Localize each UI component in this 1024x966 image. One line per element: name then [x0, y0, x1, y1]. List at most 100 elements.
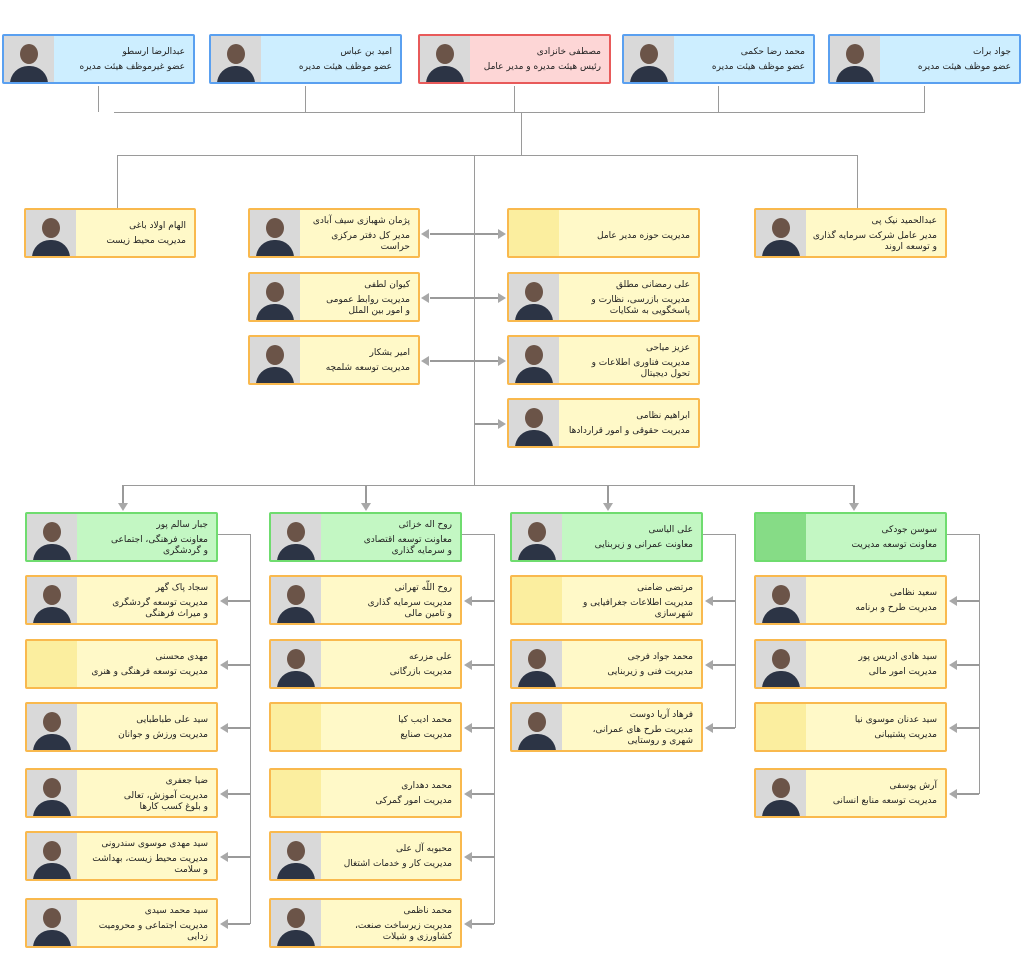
photo-body — [762, 671, 800, 687]
person-name: عبدالرضا ارسطو — [122, 47, 185, 57]
arrow-down-icon — [361, 503, 371, 511]
arrow-right-icon — [498, 293, 506, 303]
connector-line — [494, 534, 495, 924]
person-name: محمد جواد فرجی — [627, 652, 693, 662]
card-text: کیوان لطفی مدیریت روابط عمومی و امور بین … — [300, 274, 418, 320]
position-title: عضو موظف هیئت مدیره — [917, 62, 1011, 72]
person-name: فرهاد آریا دوست — [629, 709, 693, 720]
connector-line — [474, 423, 499, 425]
connector-line — [218, 534, 250, 535]
position-title: مدیریت روابط عمومی و امور بین الملل — [326, 294, 410, 316]
person-name: سجاد پاک گهر — [155, 582, 208, 593]
connector-line — [305, 86, 306, 112]
photo-placeholder — [271, 704, 321, 750]
connector-line — [857, 155, 858, 208]
unit-card[interactable]: سجاد پاک گهر مدیریت توسعه گردشگری و میراث… — [25, 575, 218, 625]
person-name: سعید نظامی — [889, 588, 937, 598]
photo-head — [287, 649, 305, 669]
connector-line — [713, 664, 735, 666]
photo-body — [762, 607, 800, 623]
connector-line — [462, 534, 494, 535]
person-name: علی مزرعه — [408, 652, 452, 662]
position-title: مدیریت حقوقی و امور قراردادها — [568, 426, 690, 436]
photo-body — [33, 734, 71, 750]
staff-card[interactable]: کیوان لطفی مدیریت روابط عمومی و امور بین … — [248, 272, 420, 322]
arrow-left-icon — [220, 596, 228, 606]
photo-body — [256, 240, 294, 256]
position-title: مدیریت سرمایه گذاری و تامین مالی — [367, 597, 452, 619]
connector-line — [514, 86, 515, 112]
connector-line — [713, 727, 735, 729]
person-photo — [26, 210, 76, 256]
person-photo — [512, 704, 562, 750]
position-title: مدیریت توسعه فرهنگی و هنری — [91, 667, 208, 677]
photo-placeholder — [27, 641, 77, 687]
photo-placeholder — [509, 210, 559, 256]
position-title: معاونت توسعه مدیریت — [851, 540, 937, 550]
photo-body — [217, 66, 255, 82]
person-name: محمد رضا حکمی — [740, 47, 805, 57]
connector-line — [250, 534, 251, 924]
position-title: مدیریت امور مالی — [868, 667, 937, 677]
position-title: مدیریت توسعه گردشگری و میراث فرهنگی — [112, 597, 208, 619]
person-name: کیوان لطفی — [364, 279, 410, 290]
person-name: عزیز میاحی — [645, 342, 690, 353]
connector-line — [228, 600, 250, 602]
arrow-left-icon — [464, 723, 472, 733]
photo-body — [277, 930, 315, 946]
person-photo — [271, 641, 321, 687]
person-name: محبوبه آل علی — [396, 844, 452, 854]
person-name: سید محمد سیدی — [144, 905, 208, 916]
staff-card[interactable]: مدیریت حوزه مدیر عامل — [507, 208, 700, 258]
photo-body — [33, 607, 71, 623]
person-photo — [250, 274, 300, 320]
connector-line — [228, 793, 250, 795]
photo-placeholder — [756, 514, 806, 560]
person-photo — [756, 770, 806, 816]
person-name: الهام اولاد باغی — [129, 221, 186, 231]
photo-head — [287, 841, 305, 861]
person-name: امیر بشکار — [369, 348, 410, 358]
photo-head — [43, 778, 61, 798]
